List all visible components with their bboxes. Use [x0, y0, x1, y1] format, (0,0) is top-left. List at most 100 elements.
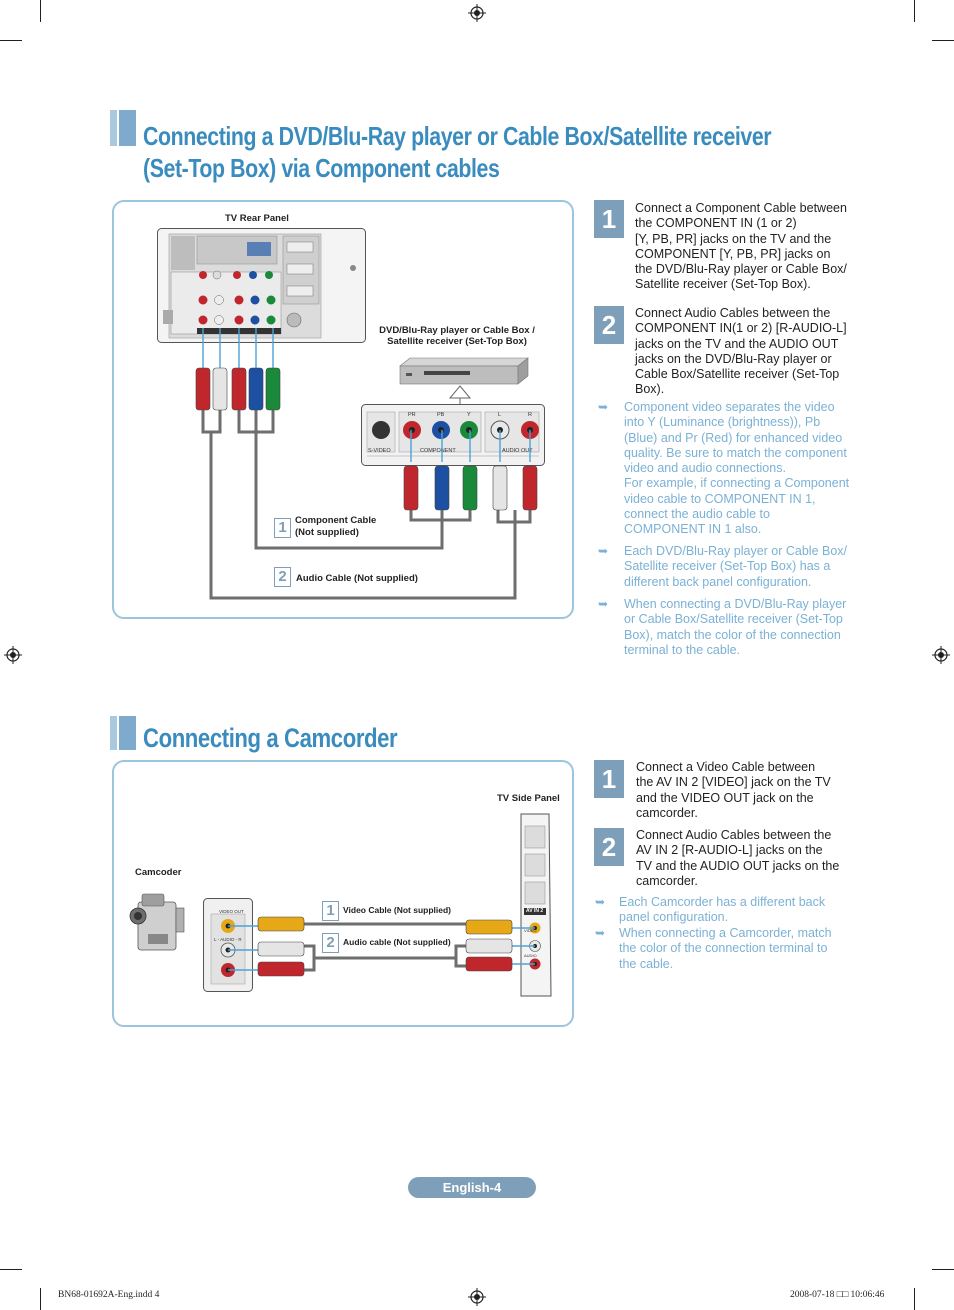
jack-audio-out-label: AUDIO OUT [502, 448, 533, 454]
cam-note1-line: Each Camcorder has a different back [619, 895, 826, 909]
video-cable-label: Video Cable (Not supplied) [343, 905, 451, 915]
jack-pr-label: PR [408, 412, 416, 418]
cam-note2-line: the color of the connection terminal to [619, 941, 828, 956]
component-cable-badge: 1 [274, 518, 291, 538]
cam-step1-line: and the VIDEO OUT jack on the [636, 790, 814, 805]
step2-line: Cable Box/Satellite receiver (Set-Top [635, 367, 840, 382]
step2-line: jacks on the DVD/Blu-Ray player or [635, 351, 832, 366]
crop-mark [40, 1288, 41, 1310]
step1-line: COMPONENT [Y, PB, PR] jacks on [635, 246, 831, 261]
tv-rear-panel-illustration [157, 228, 366, 343]
step1-line: the COMPONENT IN (1 or 2) [635, 216, 797, 231]
note1-text: Component video separates the video into… [624, 400, 854, 538]
crop-mark [914, 0, 915, 22]
section1-title-line1: Connecting a DVD/Blu-Ray player or Cable… [143, 121, 772, 151]
note-arrow-icon: ➥ [595, 926, 606, 940]
section1-title: Connecting a DVD/Blu-Ray player or Cable… [143, 120, 783, 184]
footer-filename: BN68-01692A-Eng.indd 4 [58, 1290, 160, 1300]
cam-note1-line: panel configuration. [619, 910, 729, 925]
note-arrow-icon: ➥ [598, 544, 609, 558]
av-in-2-label: AV IN 2 [526, 908, 544, 914]
jack-svideo-label: S-VIDEO [368, 448, 391, 454]
registration-mark-icon [4, 646, 22, 664]
camcorder-label: Camcoder [135, 867, 182, 878]
step1-line: the DVD/Blu-Ray player or Cable Box/ [635, 262, 847, 277]
tv-rear-panel-label: TV Rear Panel [225, 213, 289, 224]
device-label: DVD/Blu-Ray player or Cable Box / Satell… [362, 325, 552, 347]
crop-mark [0, 40, 22, 41]
crop-mark [932, 1269, 954, 1270]
jack-component-label: COMPONENT [420, 448, 456, 454]
cam-note2-line: the cable. [619, 956, 674, 971]
cam-step2-line: Connect Audio Cables between the [636, 828, 832, 842]
cam-step2-line: TV and the AUDIO OUT jacks on the [636, 858, 840, 873]
jack-pb-label: PB [437, 412, 445, 418]
audio-cable-badge-2: 2 [322, 933, 339, 953]
step2-line: COMPONENT IN(1 or 2) [R-AUDIO-L] [635, 321, 847, 336]
cam-step1-line: camcorder. [636, 805, 698, 820]
cam-note2-text: When connecting a Camcorder, match the c… [619, 926, 849, 972]
dvd-back-panel [361, 404, 545, 466]
cam-step2-line: camcorder. [636, 873, 698, 888]
title-accent-bar [110, 716, 136, 750]
cam-note2-line: When connecting a Camcorder, match [619, 926, 832, 940]
audio-cable-label: Audio Cable (Not supplied) [296, 573, 418, 584]
note3-line: or Cable Box/Satellite receiver (Set-Top [624, 612, 843, 627]
crop-mark [932, 40, 954, 41]
note1-line: video cable to COMPONENT IN 1, [624, 491, 816, 506]
cam-step1-text: Connect a Video Cable between the AV IN … [636, 760, 856, 821]
note1-line: (Blue) and Pr (Red) for enhanced video [624, 430, 843, 445]
note-arrow-icon: ➥ [598, 597, 609, 611]
registration-mark-icon [468, 1288, 486, 1306]
note1-line: quality. Be sure to match the component [624, 445, 847, 460]
step1-line: Connect a Component Cable between [635, 201, 847, 215]
crop-mark [0, 1269, 22, 1270]
step2-number: 2 [594, 306, 624, 344]
note1-line: video and audio connections. [624, 461, 786, 476]
section2-title: Connecting a Camcorder [143, 723, 398, 753]
device-label-line1: DVD/Blu-Ray player or Cable Box / [379, 325, 535, 336]
tv-side-panel-label: TV Side Panel [497, 793, 560, 804]
note3-line: When connecting a DVD/Blu-Ray player [624, 597, 847, 611]
jack-y-label: Y [467, 412, 471, 418]
note1-line: Component video separates the video [624, 400, 835, 414]
component-cable-label-line1: Component Cable [295, 515, 377, 526]
jack-l-label: L [498, 412, 502, 418]
component-cable-label-line2: (Not supplied) [295, 527, 359, 538]
cam-step1-line: Connect a Video Cable between [636, 760, 816, 774]
tv-video-label: VIDEO [524, 928, 537, 933]
note3-line: Box), match the color of the connection [624, 627, 841, 642]
cam-step2-number: 2 [594, 828, 624, 866]
note3-line: terminal to the cable. [624, 642, 741, 657]
crop-mark [40, 0, 41, 22]
crop-mark [914, 1288, 915, 1310]
note1-line: COMPONENT IN 1 also. [624, 522, 762, 537]
note-arrow-icon: ➥ [595, 895, 606, 909]
connection-arrow-icon [448, 385, 472, 404]
camcorder-diagram-panel [112, 760, 574, 1027]
note3-text: When connecting a DVD/Blu-Ray player or … [624, 597, 854, 658]
note2-line: Satellite receiver (Set-Top Box) has a [624, 559, 831, 574]
cam-step1-line: the AV IN 2 [VIDEO] jack on the TV [636, 775, 831, 790]
audio-cable-label-2: Audio cable (Not supplied) [343, 937, 451, 947]
video-cable-badge: 1 [322, 901, 339, 921]
note-arrow-icon: ➥ [598, 400, 609, 414]
camcorder-icon [129, 893, 185, 951]
cam-step1-number: 1 [594, 760, 624, 798]
step2-line: Box). [635, 382, 665, 397]
tv-audio-label: AUDIO [524, 953, 537, 958]
audio-cable-badge: 2 [274, 567, 291, 587]
note1-line: into Y (Luminance (brightness)), Pb [624, 415, 821, 430]
video-out-label: VIDEO OUT [219, 909, 244, 914]
step1-number: 1 [594, 200, 624, 238]
registration-mark-icon [932, 646, 950, 664]
page-number-badge: English-4 [408, 1177, 536, 1198]
component-cable-label: Component Cable (Not supplied) [295, 515, 376, 539]
step2-text: Connect Audio Cables between the COMPONE… [635, 306, 855, 398]
footer-timestamp: 2008-07-18 □□ 10:06:46 [790, 1290, 885, 1300]
section1-title-line2: (Set-Top Box) via Component cables [143, 153, 500, 183]
note1-line: connect the audio cable to [624, 507, 770, 522]
step1-line: [Y, PB, PR] jacks on the TV and the [635, 231, 832, 246]
